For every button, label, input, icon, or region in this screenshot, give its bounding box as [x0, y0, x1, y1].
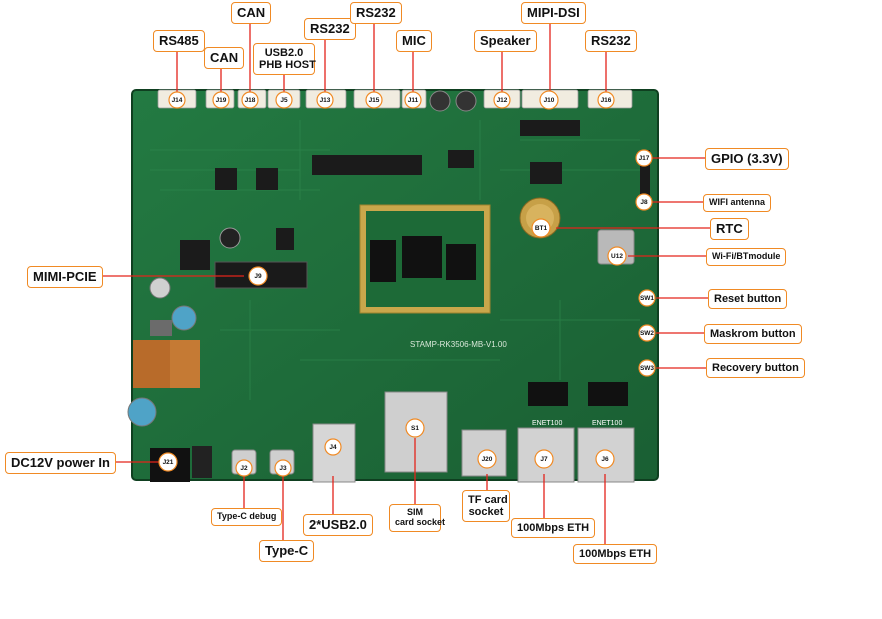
marker-sw3: SW3	[640, 365, 654, 372]
label-maskrom: Maskrom button	[704, 324, 802, 345]
marker-j11: J11	[408, 97, 419, 104]
label-speaker: Speaker	[474, 30, 537, 53]
label-rs232-j13: RS232	[304, 18, 356, 41]
label-mipi-dsi: MIPI-DSI	[521, 2, 586, 25]
memory-chip-2	[446, 244, 476, 280]
marker-sw2: SW2	[640, 330, 654, 337]
eth-chip-label-1: ENET100	[532, 420, 562, 427]
label-wifi-bt: Wi-Fi/BTmodule	[706, 248, 787, 266]
label-usb2: 2*USB2.0	[303, 514, 373, 537]
marker-j17: J17	[639, 155, 650, 162]
marker-j7: J7	[540, 456, 548, 463]
marker-j20: J20	[482, 456, 493, 463]
label-rs232-j15: RS232	[350, 2, 402, 25]
marker-j10: J10	[544, 97, 555, 104]
label-can-j18: CAN	[231, 2, 272, 25]
label-usb-host-line2: PHB HOST	[259, 59, 316, 72]
label-sim-socket: SIM card socket	[389, 504, 446, 532]
label-sim-line1: SIM	[406, 507, 423, 517]
marker-j12: J12	[497, 97, 508, 104]
memory-chip-1	[370, 240, 396, 282]
label-wifi-antenna: WIFI antenna	[703, 194, 771, 212]
marker-j16: J16	[601, 97, 612, 104]
marker-j19: J19	[216, 97, 227, 104]
top-capacitors	[429, 90, 477, 112]
marker-j4: J4	[329, 444, 337, 451]
label-tf-line2: socket	[468, 506, 504, 519]
marker-s1: S1	[411, 425, 419, 432]
soc-chip	[402, 236, 442, 278]
silkscreen-text: STAMP-RK3506-MB-V1.00	[410, 340, 507, 349]
label-reset: Reset button	[708, 289, 788, 310]
label-typec-debug: Type-C debug	[211, 508, 283, 526]
eth-chip-2	[588, 382, 628, 406]
label-usb-host-line1: USB2.0	[264, 47, 304, 59]
marker-j9: J9	[254, 273, 262, 280]
marker-j18: J18	[245, 97, 256, 104]
eth-jack-j6	[577, 427, 635, 483]
label-mini-pcie: MIMI-PCIE	[27, 266, 103, 289]
marker-j13: J13	[320, 97, 331, 104]
marker-j8: J8	[640, 199, 648, 206]
marker-sw1: SW1	[640, 295, 654, 302]
marker-u12: U12	[611, 253, 623, 260]
label-eth-j7: 100Mbps ETH	[511, 518, 596, 539]
eth-chip-1	[528, 382, 568, 406]
label-tf-socket: TF card socket	[462, 490, 510, 523]
label-rtc: RTC	[710, 218, 749, 241]
marker-j2: J2	[240, 465, 248, 472]
label-rs232-j16: RS232	[585, 30, 637, 53]
marker-j5: J5	[280, 97, 288, 104]
marker-j21: J21	[163, 459, 174, 466]
label-sim-line2: card socket	[395, 516, 446, 527]
marker-j15: J15	[369, 97, 380, 104]
eth-chip-label-2: ENET100	[592, 420, 622, 427]
marker-bt1: BT1	[535, 225, 548, 232]
label-eth-j6: 100Mbps ETH	[573, 544, 658, 565]
component-markers	[158, 90, 656, 477]
label-can-j19: CAN	[204, 47, 245, 70]
label-dc-power: DC12V power In	[5, 452, 116, 475]
label-gpio: GPIO (3.3V)	[705, 148, 789, 171]
marker-j14: J14	[172, 97, 183, 104]
marker-j6: J6	[601, 456, 609, 463]
label-typec: Type-C	[259, 540, 315, 563]
label-recovery: Recovery button	[706, 358, 805, 379]
component-marker-labels: J14 J19 J18 J5 J13 J15 J11 J12 J10 J16 J…	[163, 97, 655, 472]
capacitor	[219, 227, 241, 249]
label-rs485: RS485	[153, 30, 205, 53]
label-mic: MIC	[396, 30, 432, 53]
label-tf-line1: TF card	[468, 494, 508, 506]
label-usb-host: USB2.0 PHB HOST	[253, 43, 316, 76]
marker-j3: J3	[279, 465, 287, 472]
ic-chips	[180, 120, 650, 270]
